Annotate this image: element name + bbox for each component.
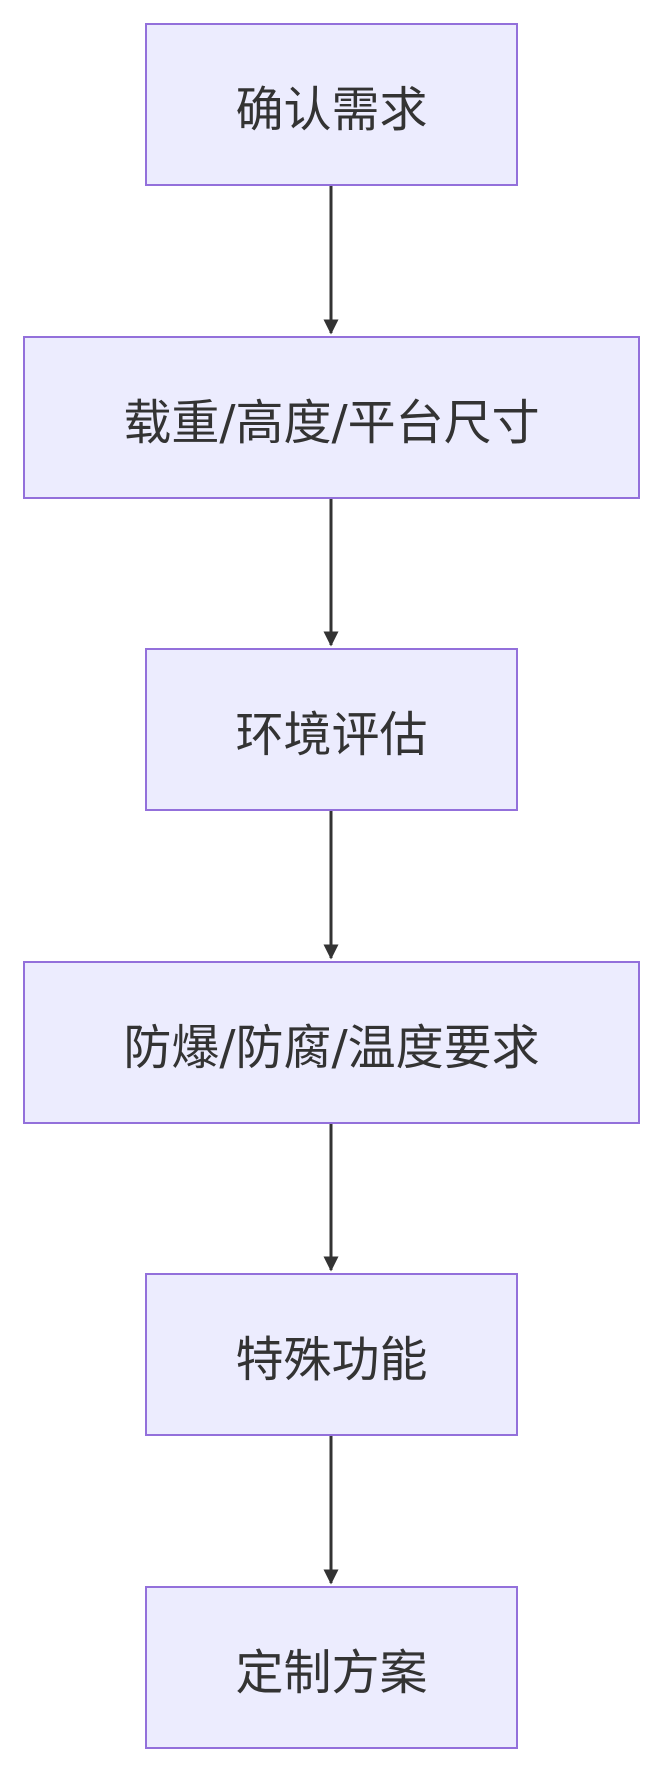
node-confirm-requirements: 确认需求: [145, 23, 518, 186]
node-environment-assessment: 环境评估: [145, 648, 518, 811]
node-custom-solution: 定制方案: [145, 1586, 518, 1749]
node-label: 环境评估: [235, 706, 428, 763]
node-special-functions: 特殊功能: [145, 1273, 518, 1436]
node-label: 确认需求: [235, 81, 428, 138]
node-label: 定制方案: [235, 1644, 428, 1701]
node-label: 载重/高度/平台尺寸: [123, 394, 540, 451]
node-explosion-corrosion-temperature: 防爆/防腐/温度要求: [23, 961, 640, 1124]
node-label: 防爆/防腐/温度要求: [123, 1019, 540, 1076]
node-load-height-platform-size: 载重/高度/平台尺寸: [23, 336, 640, 499]
node-label: 特殊功能: [235, 1331, 428, 1388]
